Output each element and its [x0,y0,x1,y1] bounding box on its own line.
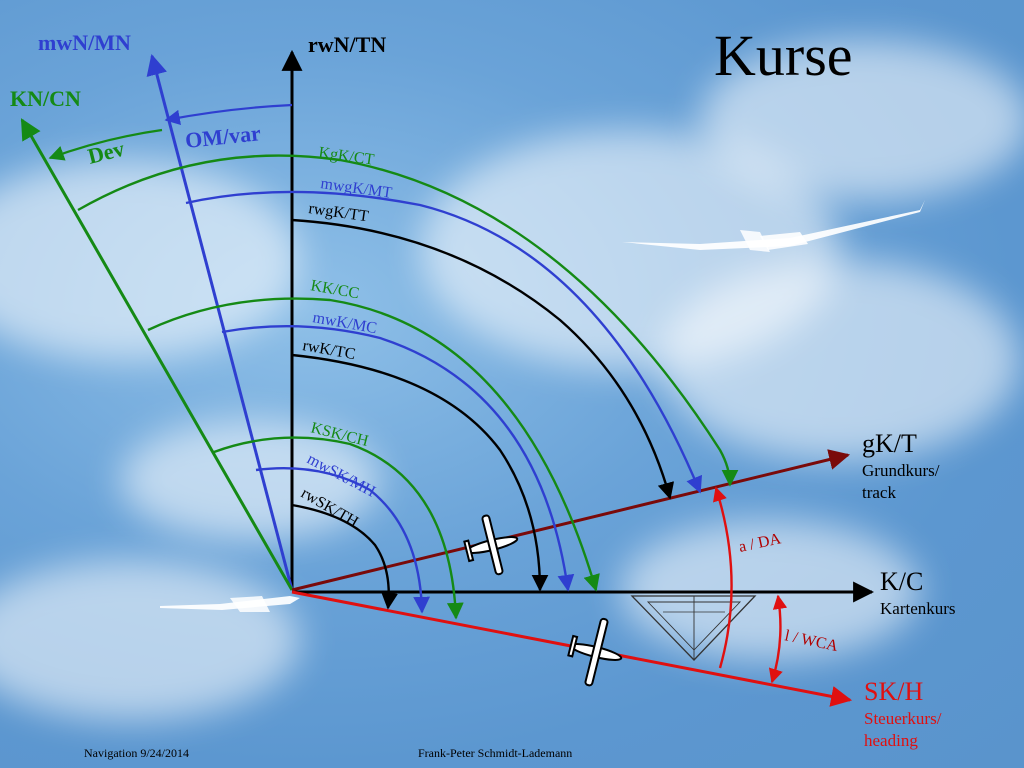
wca-angle-label: l / WCA [783,627,840,655]
airplane-icon [567,617,623,687]
cloud [700,40,1024,200]
airplane-icon [463,514,519,576]
track-arc-magnetic [185,190,702,494]
track-name-line1: Grundkurs/ [862,461,940,480]
true-north-label: rwN/TN [308,32,386,57]
course-magnetic-label: mwK/MC [311,309,378,337]
glider-icon [160,596,300,612]
track-arc-compass [77,154,739,487]
course-arc-true [291,353,549,592]
glider-icon [622,200,925,252]
drift-angle-label: a / DA [737,530,783,556]
course-arc-magnetic [221,325,575,592]
deviation-arc [48,128,163,161]
deviation-label: Dev [85,136,127,169]
track-code-label: gK/T [862,429,917,458]
course-arc-compass [147,297,600,592]
heading-arc-magnetic [255,467,431,614]
track-vector [291,449,851,592]
heading-name-line2: heading [864,731,918,750]
course-code-label: K/C [880,567,923,596]
track-compass-label: KgK/CT [317,144,375,169]
cloud [660,260,1020,460]
heading-arc-compass [213,436,464,620]
compass-north-label: KN/CN [10,86,81,111]
heading-compass-label: KSK/CH [309,419,370,450]
heading-arc-true [291,503,398,610]
footer-date: Navigation 9/24/2014 [84,746,189,760]
slide-title: Kurse [714,23,853,88]
track-magnetic-label: mwgK/MT [319,175,393,202]
magnetic-north-label: mwN/MN [38,30,131,55]
variation-arc [164,103,293,126]
compass-north-axis [20,118,294,591]
variation-label: OM/var [184,120,262,153]
cloud [0,560,300,720]
course-name-line1: Kartenkurs [880,599,956,618]
heading-name-line1: Steuerkurs/ [864,709,942,728]
track-arc-true [291,218,675,500]
drift-angle-arc [713,486,733,669]
magnetic-north-axis [146,53,294,591]
heading-code-label: SK/H [864,677,923,706]
track-name-line2: track [862,483,896,502]
wca-angle-arc [768,594,788,684]
footer-author: Frank-Peter Schmidt-Lademann [418,746,573,760]
cloud [120,420,380,540]
triangle-ruler-icon [630,595,757,661]
